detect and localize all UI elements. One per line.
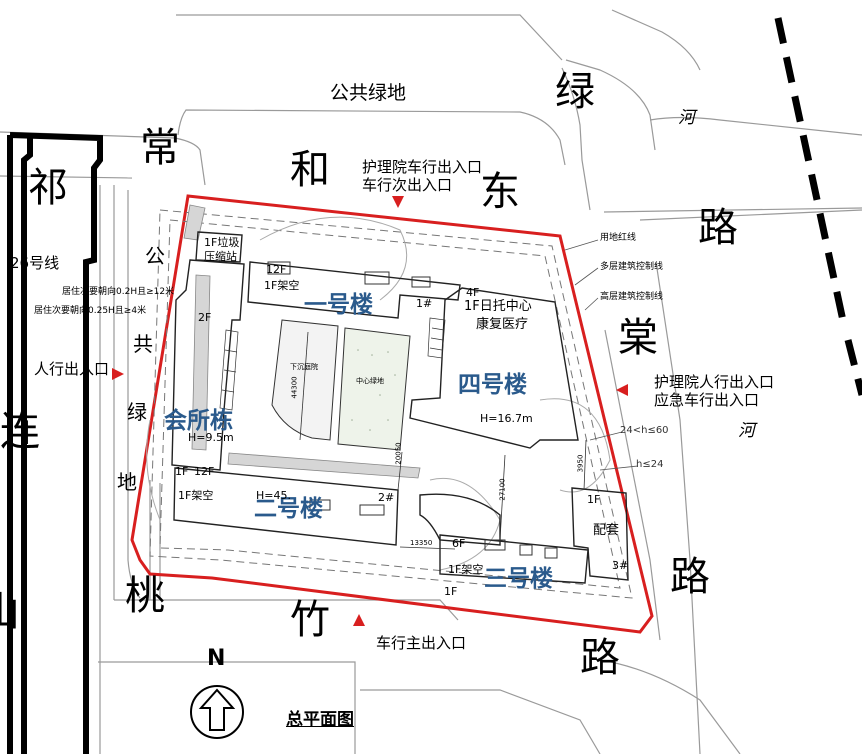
garbage-label: 1F垃圾 bbox=[204, 236, 240, 249]
dimension-20050: 20050 bbox=[394, 442, 403, 465]
nursing-car-entry-label: 护理院车行出入口 bbox=[362, 158, 483, 176]
road-lu-bottom-char: 路 bbox=[580, 635, 620, 681]
rehab-label: 康复医疗 bbox=[476, 317, 529, 332]
fire-lane-dashes bbox=[149, 209, 633, 599]
building-2-height: H=45. bbox=[256, 489, 291, 502]
annotation-leaders bbox=[564, 239, 639, 471]
arrow-nursing-car-entry bbox=[392, 196, 404, 208]
road-tang-char: 棠 bbox=[618, 315, 658, 361]
height-range-2: h≤24 bbox=[636, 459, 664, 470]
green-vertical-char-2: 共 bbox=[133, 332, 153, 356]
club-building-name: 会所栋 bbox=[164, 408, 233, 434]
site-red-line bbox=[130, 194, 654, 634]
dimension-13350: 13350 bbox=[410, 539, 433, 547]
drawing-title: 总平面图 bbox=[286, 710, 354, 730]
support-label: 配套 bbox=[593, 523, 620, 538]
central-green-label: 中心绿地 bbox=[356, 377, 384, 385]
road-lu-east-char: 路 bbox=[698, 205, 738, 251]
road-changhe-char-2: 和 bbox=[290, 147, 330, 193]
green-vertical-char-3: 绿 bbox=[127, 400, 147, 424]
club-floors: 2F bbox=[198, 311, 212, 324]
road-shan-partial-char: 山 bbox=[0, 592, 20, 632]
support-floors: 1F bbox=[587, 493, 601, 506]
building-2-outline bbox=[173, 467, 399, 546]
road-changhe-char-1: 常 bbox=[140, 125, 180, 171]
arrow-pedestrian-entry bbox=[112, 368, 124, 380]
dimension-27100: 27100 bbox=[498, 478, 507, 501]
building-3-floor-1f: 1F bbox=[444, 585, 458, 598]
entry-arrows bbox=[112, 196, 628, 626]
building-1-number: 1# bbox=[416, 297, 433, 310]
garbage-station-outline bbox=[195, 231, 243, 263]
club-height: H=9.5m bbox=[188, 431, 234, 444]
road-lu-right-char: 路 bbox=[670, 554, 710, 600]
dimension-lines bbox=[299, 331, 587, 550]
road-lian-char: 连 bbox=[0, 409, 40, 455]
high-rise-line-legend: 高层建筑控制线 bbox=[600, 292, 664, 302]
building-3-floors: 6F bbox=[452, 537, 466, 550]
stair-ladders bbox=[219, 317, 446, 411]
building-3-number: 3# bbox=[612, 559, 629, 572]
main-car-entry-label: 车行主出入口 bbox=[376, 634, 467, 652]
setback-note-1: 居住次要朝向0.2H且≥12米 bbox=[62, 287, 175, 297]
dimension-44300: 44300 bbox=[290, 376, 299, 399]
multi-storey-line-legend: 多层建筑控制线 bbox=[600, 262, 664, 272]
building-3-overhead: 1F架空 bbox=[448, 563, 484, 576]
river-label-right: 河 bbox=[738, 421, 755, 441]
road-qi-char: 祁 bbox=[28, 165, 68, 211]
rail-line bbox=[774, 17, 862, 396]
public-green-label: 公共绿地 bbox=[330, 82, 407, 104]
building-1-floors: 12F bbox=[266, 263, 287, 276]
qilianshan-road-outline bbox=[7, 132, 103, 754]
river-label-top: 河 bbox=[678, 108, 695, 128]
building-3-outline bbox=[439, 534, 589, 584]
building-detail-boxes bbox=[267, 261, 558, 559]
central-green bbox=[337, 327, 411, 451]
sunken-court-label: 下沉庭院 bbox=[290, 363, 318, 371]
green-vertical-char-4: 地 bbox=[117, 470, 137, 494]
support-building-outline bbox=[571, 487, 629, 581]
building-3-name: 三号楼 bbox=[484, 566, 553, 592]
hatched-strips bbox=[183, 204, 421, 479]
building-2-overhead: 1F架空 bbox=[178, 489, 214, 502]
north-arrow bbox=[190, 685, 244, 739]
central-green-dots bbox=[351, 349, 396, 431]
building-2-number: 2# bbox=[378, 491, 395, 504]
building-1-name: 一号楼 bbox=[304, 292, 373, 318]
ramp-outline bbox=[419, 493, 501, 546]
building-4-name: 四号楼 bbox=[458, 372, 527, 398]
sunken-court bbox=[271, 319, 339, 441]
building-4-floors: 4F bbox=[466, 286, 480, 299]
setback-note-2: 居住次要朝向0.25H且≥4米 bbox=[34, 306, 147, 316]
day-care-label: 1F日托中心 bbox=[464, 299, 532, 314]
building-1-outline bbox=[247, 261, 461, 319]
arrow-nursing-ped-entry bbox=[616, 384, 628, 396]
secondary-car-entry-label: 车行次出入口 bbox=[362, 176, 453, 194]
green-vertical-char-1: 公 bbox=[145, 244, 165, 268]
pedestrian-entry-label: 人行出入口 bbox=[34, 360, 110, 378]
garbage-station-label: 压缩站 bbox=[204, 250, 237, 263]
road-lv-char: 绿 bbox=[555, 69, 595, 115]
red-line-legend: 用地红线 bbox=[600, 233, 637, 243]
road-dong-char: 东 bbox=[480, 169, 520, 215]
building-2-floors: 12F bbox=[194, 465, 215, 478]
building-2-name: 二号楼 bbox=[254, 496, 323, 522]
height-range-1: 24<h≤60 bbox=[620, 425, 669, 436]
dimension-3950: 3950 bbox=[576, 454, 585, 473]
north-label: N bbox=[207, 646, 226, 671]
building-4-height: H=16.7m bbox=[480, 412, 533, 425]
building-outlines bbox=[171, 231, 629, 584]
line-26-label: 26号线 bbox=[10, 254, 60, 272]
building-2-floor-1f: 1F bbox=[175, 465, 189, 478]
building-1-overhead: 1F架空 bbox=[264, 279, 300, 292]
road-taozhu-char-2: 竹 bbox=[290, 597, 330, 643]
road-taozhu-char-1: 桃 bbox=[125, 573, 165, 619]
club-building-outline bbox=[171, 259, 245, 471]
emergency-car-entry-label: 应急车行出入口 bbox=[654, 391, 760, 409]
nursing-ped-entry-label: 护理院人行出入口 bbox=[654, 373, 775, 391]
arrow-main-car-entry bbox=[353, 614, 365, 626]
road-edge-lines bbox=[0, 9, 862, 754]
